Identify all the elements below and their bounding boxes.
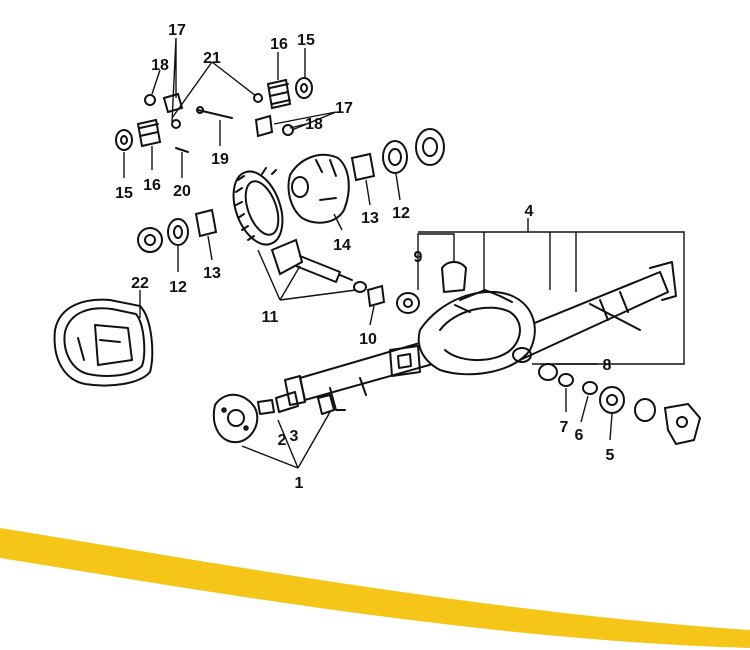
ring-gear [232,167,284,246]
callout-9: 9 [414,249,423,266]
differential-cover [53,298,154,387]
callout-16-left: 16 [143,177,161,194]
callout-12-right: 12 [392,205,410,222]
callout-17-top: 17 [168,22,186,39]
callout-8: 8 [603,357,612,374]
callout-7: 7 [560,419,569,436]
callout-16-top: 16 [270,36,288,53]
callout-12-left: 12 [169,279,187,296]
callout-4: 4 [525,203,534,220]
axle-housing [284,261,677,411]
callout-15-left: 15 [115,185,133,202]
axle-shaft-parts [212,391,335,444]
callout-13-left: 13 [203,265,221,282]
callout-22: 22 [131,275,149,292]
callout-18-top: 18 [151,57,169,74]
callout-13-right: 13 [361,210,379,227]
callout-19: 19 [211,151,229,168]
callout-14: 14 [333,237,351,254]
small-parts [115,77,702,446]
callout-3: 3 [290,428,299,445]
callout-1: 1 [295,475,304,492]
callout-18-right: 18 [305,116,323,133]
accent-swoosh [0,528,750,648]
callout-5: 5 [606,447,615,464]
callout-20: 20 [173,183,191,200]
callout-17-right: 17 [335,100,353,117]
callout-15-top: 15 [297,32,315,49]
callout-6: 6 [575,427,584,444]
callout-labels: 17 18 21 16 15 17 18 19 20 15 16 14 13 1… [115,22,614,492]
leader-lines [123,37,685,469]
drive-pinion [270,238,367,293]
callout-10: 10 [359,331,377,348]
callout-2: 2 [278,432,287,449]
differential-case [287,153,350,224]
callout-21: 21 [203,50,221,67]
callout-11: 11 [262,309,279,326]
